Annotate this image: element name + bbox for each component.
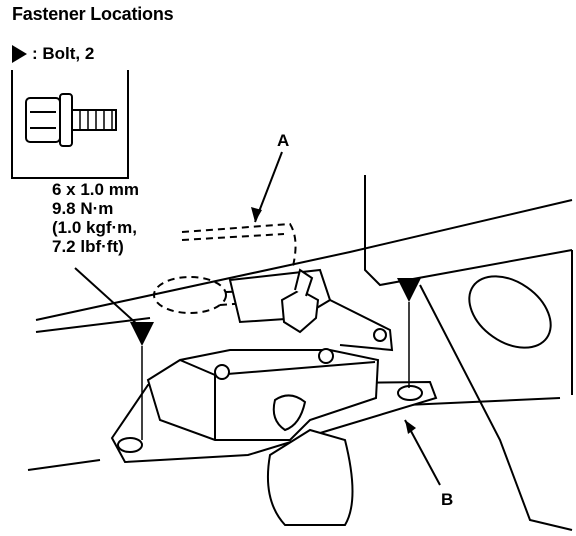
spec-torque-kgfm: (1.0 kgf·m, — [52, 218, 138, 237]
callout-b: B — [441, 490, 454, 509]
leader-arrow-b — [405, 420, 416, 434]
bolt-icon — [25, 93, 117, 147]
callout-a: A — [277, 131, 290, 150]
triangle-marker-icon — [12, 45, 27, 63]
body-panel — [27, 175, 573, 531]
leader-arrow-a — [251, 207, 262, 222]
page-title: Fastener Locations — [12, 4, 174, 24]
fastener-legend: : Bolt, 2 — [12, 44, 94, 64]
spec-torque-lbfft: 7.2 lbf·ft) — [52, 237, 124, 256]
spec-size: 6 x 1.0 mm — [52, 180, 139, 199]
bolt-detail-inset — [11, 70, 129, 179]
torque-spec: 6 x 1.0 mm 9.8 N·m (1.0 kgf·m, 7.2 lbf·f… — [52, 180, 139, 256]
spec-torque-nm: 9.8 N·m — [52, 199, 114, 218]
bolt-marker-right — [397, 278, 421, 388]
legend-label: : Bolt, 2 — [32, 44, 95, 63]
bolt-marker-left — [130, 322, 154, 440]
latch-assembly — [110, 268, 438, 526]
